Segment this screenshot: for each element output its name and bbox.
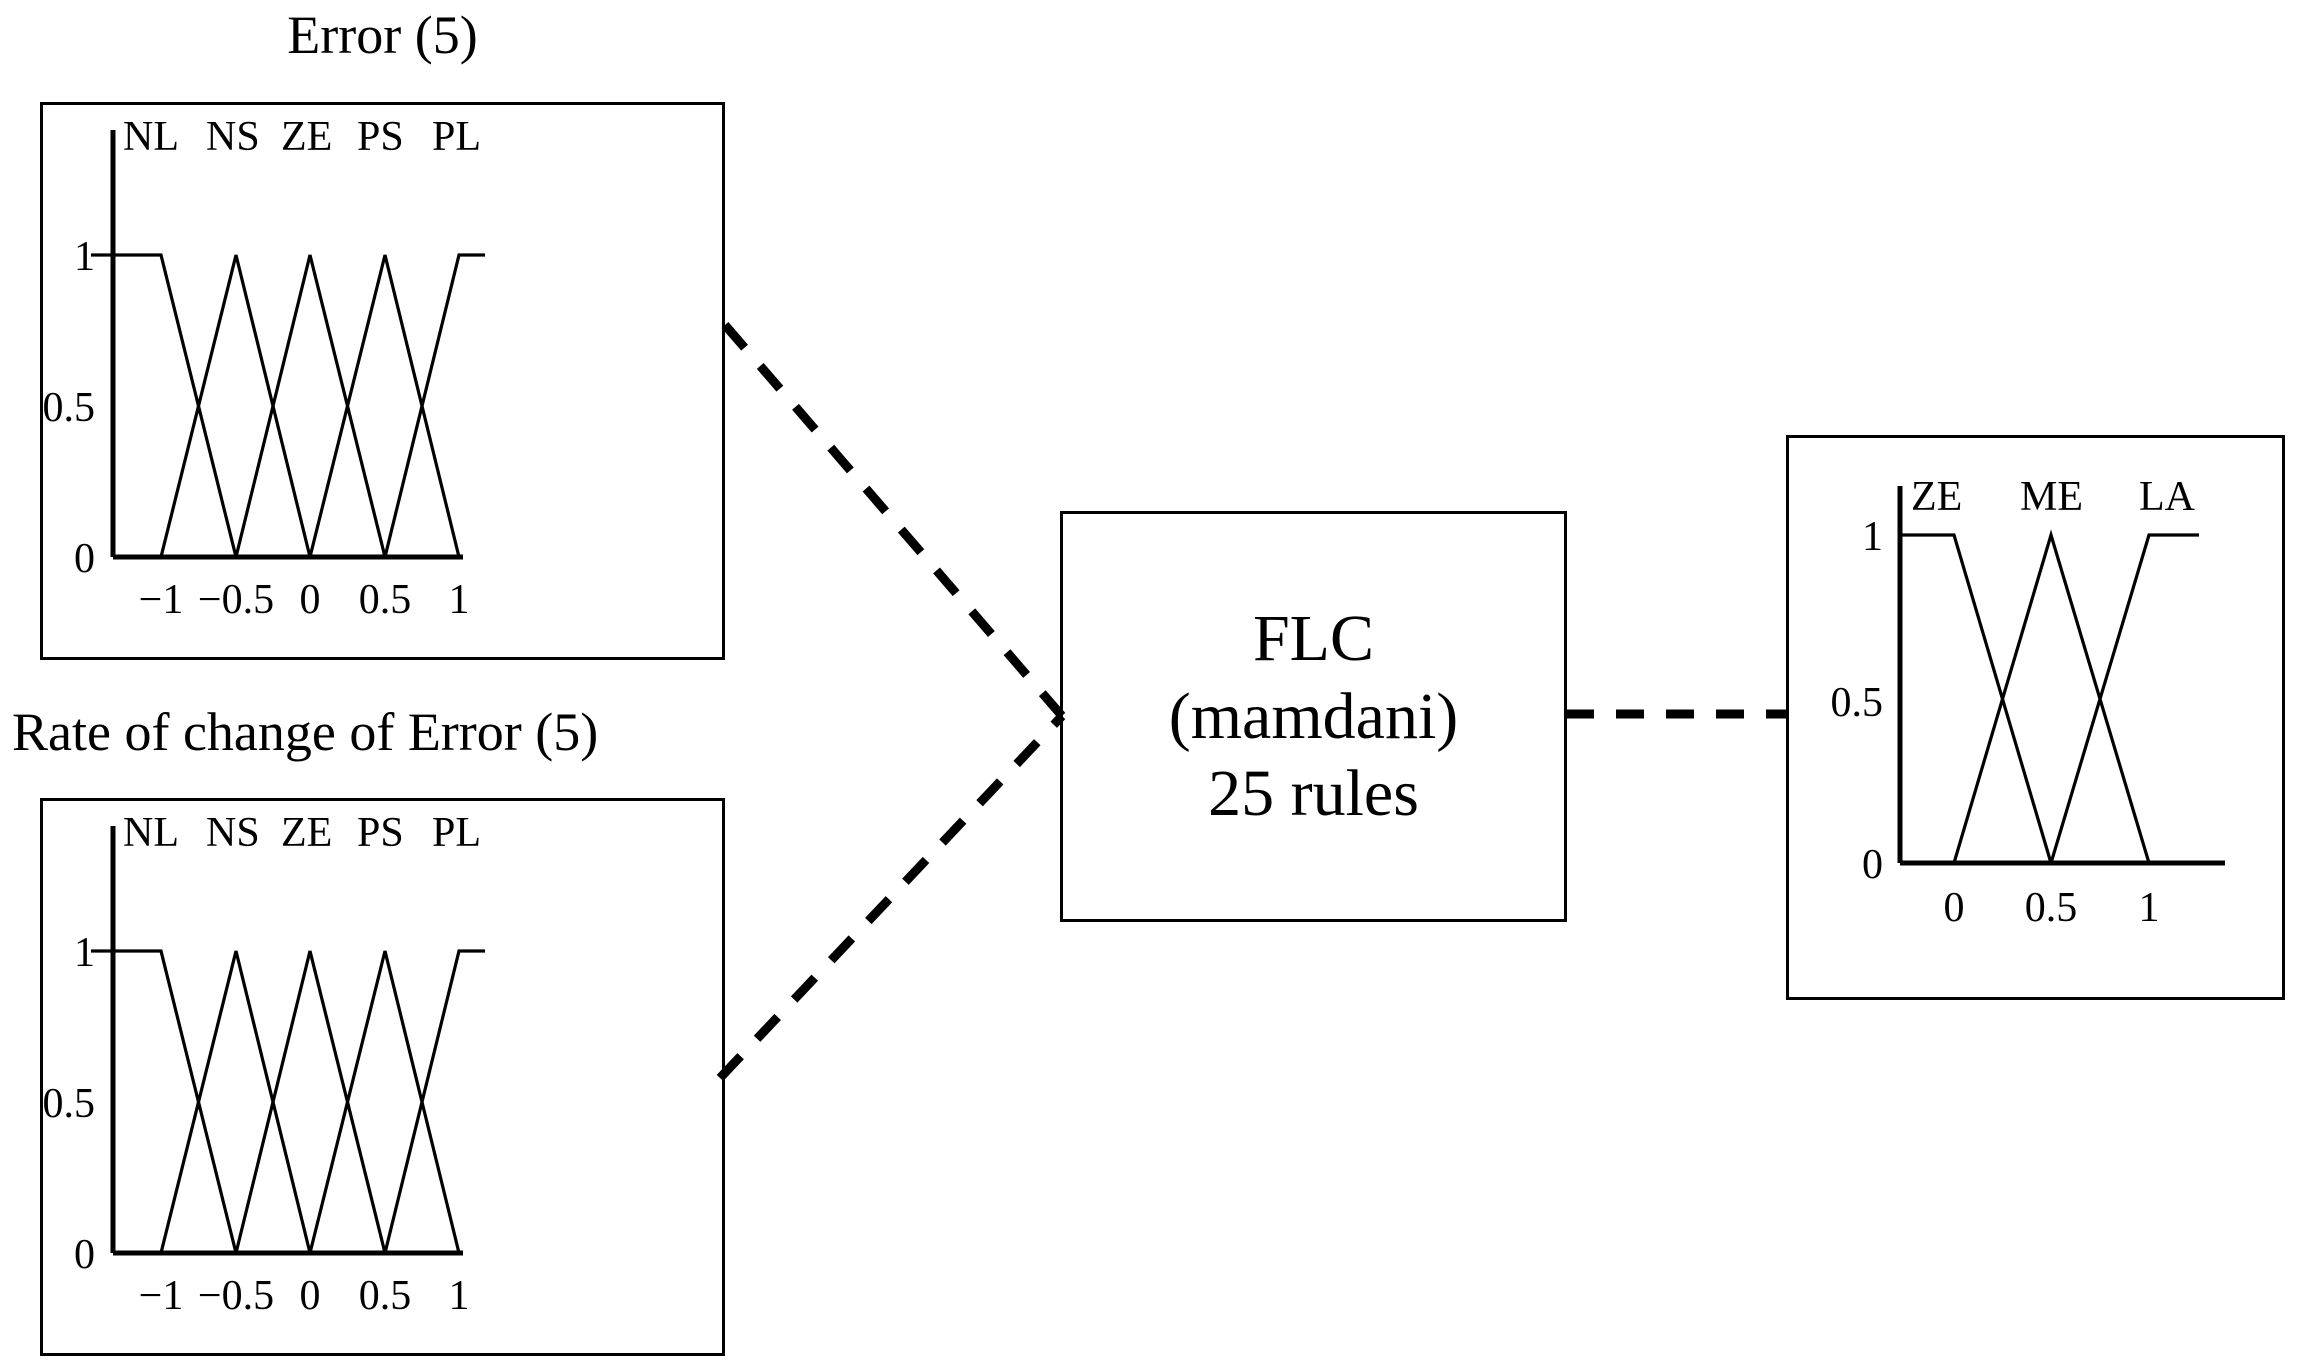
- output-mf-ME: [1952, 529, 2151, 864]
- error-ytick-0: 0: [74, 536, 95, 582]
- rate-mf-ZE: [234, 950, 387, 1254]
- error-ytick-05: 0.5: [43, 385, 96, 431]
- output-mf-ZE: [1900, 533, 2053, 864]
- rate-set-label-PL: PL: [432, 810, 481, 856]
- error-set-label-NS: NS: [206, 114, 260, 160]
- rate-panel-title: Rate of change of Error (5): [12, 702, 599, 762]
- error-xtick-1: 1: [449, 577, 470, 623]
- output-ytick-0: 0: [1862, 842, 1883, 888]
- error-set-label-ZE: ZE: [281, 114, 332, 160]
- rate-set-label-NL: NL: [123, 810, 179, 856]
- error-xtick-0: 0: [300, 577, 321, 623]
- output-mf-LA: [2049, 533, 2199, 864]
- error-set-label-NL: NL: [123, 114, 179, 160]
- rate-set-label-PS: PS: [357, 810, 404, 856]
- error-to-flc-connector: [721, 322, 1066, 719]
- output-membership-plot: ZE ME LA 1 0.5 0 0 0.5 1: [1831, 474, 2225, 931]
- rate-membership-plot: NL NS ZE PS PL 1 0.5 0 −1 −0.5 0 0.5 1: [43, 810, 485, 1319]
- rate-mf-PL: [383, 949, 485, 1254]
- rate-membership-panel: NL NS ZE PS PL 1 0.5 0 −1 −0.5 0 0.5 1: [40, 798, 725, 1356]
- error-mf-ZE: [234, 254, 387, 558]
- output-set-label-LA: LA: [2139, 474, 2196, 520]
- output-xtick-0: 0: [1944, 885, 1965, 931]
- output-ytick-1: 1: [1862, 514, 1883, 560]
- error-membership-plot: NL NS ZE PS PL 1 0.5 0 −1 −0.5 0 0.5 1: [43, 114, 485, 623]
- error-mf-PL: [383, 253, 485, 558]
- rate-xtick-1: 1: [449, 1273, 470, 1319]
- flc-label-line3: 25 rules: [1208, 757, 1419, 831]
- output-xtick-1: 1: [2139, 885, 2160, 931]
- rate-xtick-neg1: −1: [139, 1273, 184, 1319]
- rate-set-label-NS: NS: [206, 810, 260, 856]
- rate-xtick-0: 0: [300, 1273, 321, 1319]
- error-xtick-neg05: −0.5: [198, 577, 274, 623]
- error-mf-NS: [159, 254, 312, 558]
- flc-controller-box: FLC (mamdani) 25 rules: [1060, 511, 1567, 922]
- rate-to-flc-connector: [716, 712, 1066, 1082]
- output-membership-panel: ZE ME LA 1 0.5 0 0 0.5 1: [1786, 435, 2285, 1000]
- rate-xtick-neg05: −0.5: [198, 1273, 274, 1319]
- flc-label-line1: FLC: [1252, 601, 1375, 675]
- flc-label-line2: (mamdani): [1168, 679, 1459, 753]
- rate-set-label-ZE: ZE: [281, 810, 332, 856]
- output-set-label-ZE: ZE: [1911, 474, 1962, 520]
- error-mf-PS: [308, 254, 461, 558]
- error-xtick-neg1: −1: [139, 577, 184, 623]
- rate-mf-PS: [308, 950, 461, 1254]
- rate-ytick-1: 1: [74, 930, 95, 976]
- error-xtick-05: 0.5: [359, 577, 412, 623]
- output-ytick-05: 0.5: [1831, 680, 1884, 726]
- rate-ytick-0: 0: [74, 1232, 95, 1278]
- output-xtick-05: 0.5: [2025, 885, 2078, 931]
- output-set-label-ME: ME: [2020, 474, 2083, 520]
- rate-ytick-05: 0.5: [43, 1081, 96, 1127]
- error-panel-title: Error (5): [287, 5, 478, 65]
- error-set-label-PL: PL: [432, 114, 481, 160]
- error-set-label-PS: PS: [357, 114, 404, 160]
- error-membership-panel: NL NS ZE PS PL 1 0.5 0 −1 −0.5 0 0.5 1: [40, 102, 725, 660]
- error-ytick-1: 1: [74, 234, 95, 280]
- rate-mf-NS: [159, 950, 312, 1254]
- rate-xtick-05: 0.5: [359, 1273, 412, 1319]
